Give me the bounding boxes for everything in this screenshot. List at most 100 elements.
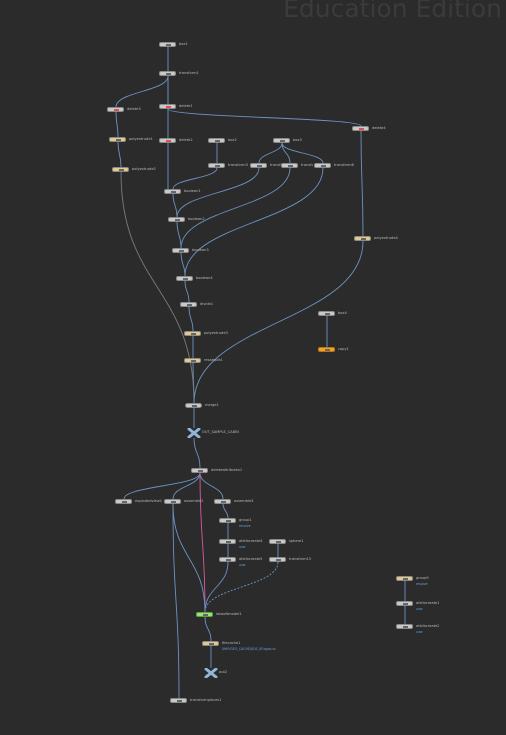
wire [176, 221, 182, 249]
node-label: transform1 [179, 71, 199, 75]
transform-icon [269, 557, 286, 562]
node-label: delete3 [127, 107, 141, 111]
polyextrude-icon [109, 137, 126, 142]
wire [184, 280, 190, 303]
node-label: boolean3 [192, 248, 209, 252]
attribcreate-icon [219, 557, 236, 562]
education-edition-watermark: Education Edition [283, 0, 502, 23]
wire [204, 616, 212, 642]
boolean-icon [172, 248, 189, 253]
group-icon [219, 518, 236, 523]
node-label: polyextrude3 [204, 331, 228, 335]
wire [180, 167, 291, 249]
node-label: attribcreate2 [416, 624, 440, 628]
node-label: polyextrude2 [132, 167, 156, 171]
node-label: transform6 [334, 163, 354, 167]
attribcreate-icon [219, 539, 236, 544]
softbody-icon [196, 612, 213, 617]
node-label: transform3 [228, 163, 248, 167]
node-comment: resolve [416, 582, 428, 586]
node-label: transform15 [289, 557, 312, 561]
wire [193, 240, 364, 404]
wire [172, 503, 206, 613]
node-label: transform4 [270, 163, 282, 167]
wire [193, 437, 201, 469]
box-icon [159, 42, 176, 47]
sphere-icon [269, 539, 286, 544]
node-comment: uvw [416, 630, 423, 634]
box-icon [273, 138, 290, 143]
node-out2[interactable]: out2 [204, 668, 227, 678]
wire [115, 75, 169, 108]
node-label: resample1 [204, 358, 223, 362]
node-label: sphere1 [289, 539, 304, 543]
copy-icon [318, 347, 335, 352]
node-label: delete4 [372, 126, 386, 130]
node-label: group9 [416, 576, 429, 580]
node-label: transform5 [301, 163, 313, 167]
merge-icon [185, 403, 202, 408]
attribdelete-icon [191, 468, 208, 473]
transformpieces-icon [170, 698, 187, 703]
node-label: group1 [239, 518, 252, 522]
node-label: labsoftmodel1 [216, 612, 242, 616]
box-icon [318, 311, 335, 316]
node-label: boolean4 [196, 276, 213, 280]
divide-icon [180, 302, 197, 307]
node-out-sample-cabin[interactable]: OUT_SAMPLE_CABIN [187, 428, 239, 438]
null-x-icon [187, 428, 201, 438]
node-label: deleteattributes1 [211, 468, 243, 472]
node-label: polyextrude1 [129, 137, 153, 141]
wire [172, 193, 178, 218]
resample-icon [184, 358, 201, 363]
wire [199, 472, 206, 613]
transform-icon [250, 163, 267, 168]
node-label: attribcreate1 [416, 601, 440, 605]
node-comment: uvw [239, 563, 246, 567]
node-label: box3 [293, 138, 302, 142]
polyextrude-icon [354, 236, 371, 241]
wire [120, 171, 195, 404]
wire [123, 472, 201, 500]
node-comment: uvw [239, 545, 246, 549]
null-x-icon [204, 668, 218, 678]
node-comment: resolve [239, 524, 251, 528]
node-label: boolean2 [188, 217, 205, 221]
delete-icon [159, 104, 176, 109]
wire [172, 503, 180, 699]
boolean-icon [168, 217, 185, 222]
boolean-icon [164, 189, 181, 194]
node-label: OUT_SAMPLE_CABIN [202, 430, 239, 434]
wire [222, 503, 229, 519]
polyextrude-icon [184, 331, 201, 336]
node-label: out2 [219, 670, 228, 674]
node-label: box2 [228, 138, 237, 142]
transform-icon [314, 163, 331, 168]
node-label: merge1 [205, 403, 219, 407]
explodedview-icon [115, 499, 132, 504]
wire [204, 561, 279, 613]
node-label: delete1 [179, 104, 193, 108]
node-label: divide1 [200, 302, 214, 306]
node-label: assemble2 [184, 499, 204, 503]
node-label: boolean1 [184, 189, 201, 193]
wire [184, 167, 324, 277]
node-label: box4 [338, 311, 347, 315]
assemble-icon [214, 499, 231, 504]
transform-icon [281, 163, 298, 168]
transform-icon [159, 71, 176, 76]
node-label: transformpieces1 [190, 698, 222, 702]
wire [117, 141, 122, 168]
delete-icon [107, 107, 124, 112]
delete-icon [159, 138, 176, 143]
wire [172, 472, 201, 500]
node-label: explodedview1 [135, 499, 163, 503]
wire [204, 561, 229, 613]
wire [176, 167, 260, 218]
node-comment: $HIP/GEO_CACHE/$OS_$F.bgeo.sc [222, 647, 276, 651]
wire [360, 130, 364, 237]
filecache-icon [202, 641, 219, 646]
wire [172, 167, 218, 190]
